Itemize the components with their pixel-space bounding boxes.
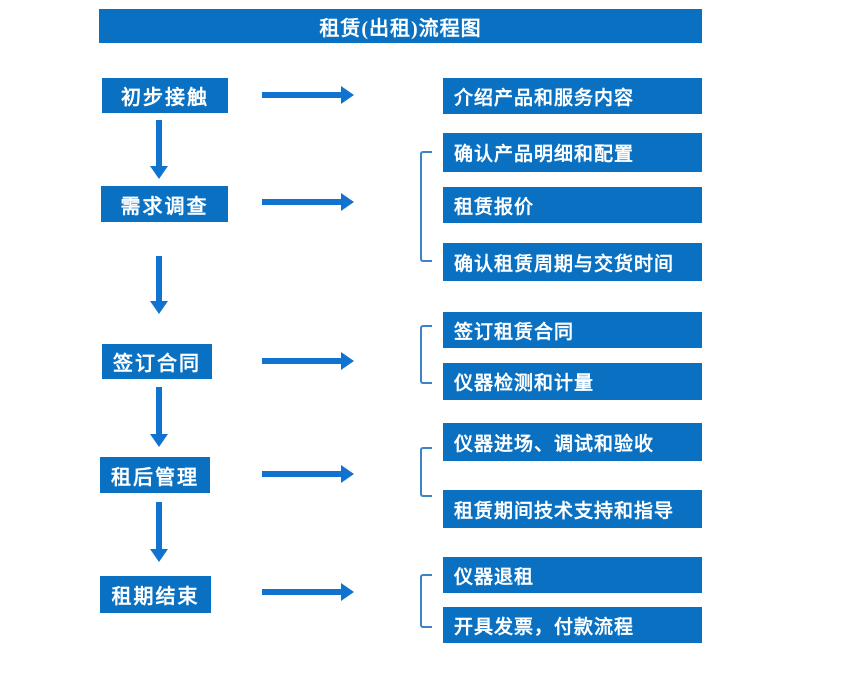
right-arrow-3	[262, 352, 354, 370]
right-arrow-head	[341, 86, 354, 104]
group-bracket-post-rental	[420, 447, 432, 497]
down-arrow-stem	[156, 120, 162, 166]
right-arrow-head	[341, 465, 354, 483]
down-arrow-stem	[156, 502, 162, 549]
stage-box-sign-contract: 签订合同	[102, 344, 212, 379]
right-arrow-5	[262, 583, 354, 601]
right-arrow-stem	[262, 199, 341, 205]
stage-box-post-rental-management: 租后管理	[100, 457, 210, 493]
group-bracket-sign-contract	[420, 325, 432, 384]
right-arrow-1	[262, 86, 354, 104]
down-arrow-head	[150, 301, 168, 314]
right-arrow-2	[262, 193, 354, 211]
right-arrow-stem	[262, 92, 341, 98]
down-arrow-stem	[156, 387, 162, 434]
detail-box-introduce-products: 介绍产品和服务内容	[443, 78, 702, 114]
stage-box-demand-survey: 需求调查	[101, 186, 228, 222]
down-arrow-3	[150, 387, 168, 447]
right-arrow-stem	[262, 358, 341, 364]
down-arrow-head	[150, 549, 168, 562]
right-arrow-head	[341, 583, 354, 601]
right-arrow-4	[262, 465, 354, 483]
right-arrow-stem	[262, 471, 341, 477]
flowchart-title: 租赁(出租)流程图	[99, 9, 702, 43]
detail-box-instrument-testing: 仪器检测和计量	[443, 363, 702, 400]
down-arrow-1	[150, 120, 168, 179]
down-arrow-head	[150, 434, 168, 447]
detail-box-confirm-product-config: 确认产品明细和配置	[443, 133, 702, 172]
right-arrow-stem	[262, 589, 341, 595]
detail-box-tech-support: 租赁期间技术支持和指导	[443, 490, 702, 528]
detail-box-instrument-return: 仪器退租	[443, 557, 702, 593]
detail-box-sign-rental-contract: 签订租赁合同	[443, 312, 702, 348]
group-bracket-demand-survey	[420, 151, 432, 262]
right-arrow-head	[341, 352, 354, 370]
detail-box-rental-quote: 租赁报价	[443, 187, 702, 223]
stage-box-initial-contact: 初步接触	[102, 78, 228, 113]
detail-box-invoice-payment: 开具发票，付款流程	[443, 607, 702, 643]
detail-box-instrument-setup-acceptance: 仪器进场、调试和验收	[443, 423, 702, 461]
group-bracket-rental-end	[420, 574, 432, 628]
down-arrow-4	[150, 502, 168, 562]
right-arrow-head	[341, 193, 354, 211]
detail-box-confirm-period-delivery: 确认租赁周期与交货时间	[443, 243, 702, 281]
down-arrow-2	[150, 256, 168, 314]
down-arrow-head	[150, 166, 168, 179]
down-arrow-stem	[156, 256, 162, 301]
stage-box-rental-end: 租期结束	[100, 576, 211, 613]
